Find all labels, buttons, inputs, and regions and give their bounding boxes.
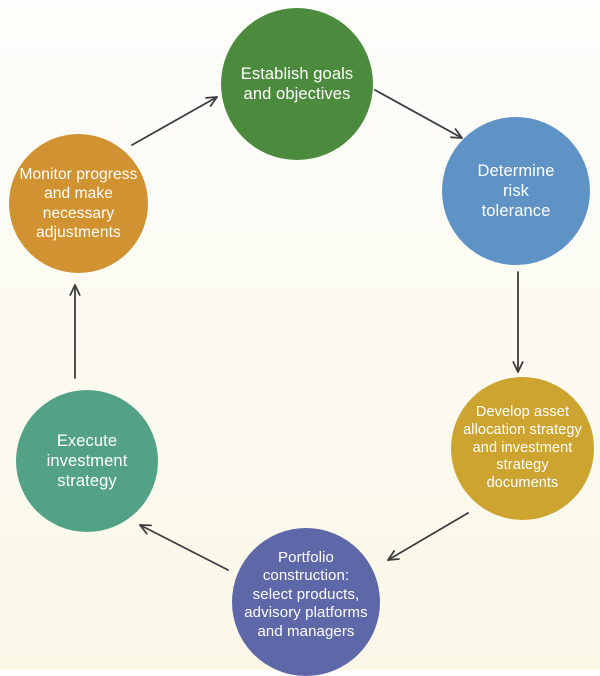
- arrow-portfolio-to-execute: [139, 524, 229, 571]
- node-label-establish-goals: Establish goals and objectives: [240, 64, 354, 103]
- node-execute-investment-strategy: Execute investment strategy: [16, 390, 158, 532]
- node-develop-asset-allocation: Develop asset allocation strategy and in…: [451, 377, 594, 520]
- node-label-determine-risk-tolerance: Determine risk tolerance: [477, 161, 555, 221]
- arrow-determine-to-develop: [512, 271, 524, 373]
- arrow-monitor-to-establish: [131, 96, 218, 146]
- node-establish-goals: Establish goals and objectives: [221, 8, 373, 160]
- node-portfolio-construction: Portfolio construction: select products,…: [232, 528, 380, 676]
- node-label-monitor-progress: Monitor progress and make necessary adju…: [19, 166, 138, 241]
- node-label-portfolio-construction: Portfolio construction: select products,…: [244, 548, 368, 640]
- node-monitor-progress: Monitor progress and make necessary adju…: [9, 134, 148, 273]
- arrow-establish-to-determine: [374, 89, 463, 139]
- arrow-develop-to-portfolio: [387, 512, 469, 561]
- node-determine-risk-tolerance: Determine risk tolerance: [442, 117, 590, 265]
- node-label-execute-investment-strategy: Execute investment strategy: [46, 431, 128, 491]
- arrow-execute-to-monitor: [69, 284, 81, 379]
- node-label-develop-asset-allocation: Develop asset allocation strategy and in…: [463, 403, 582, 492]
